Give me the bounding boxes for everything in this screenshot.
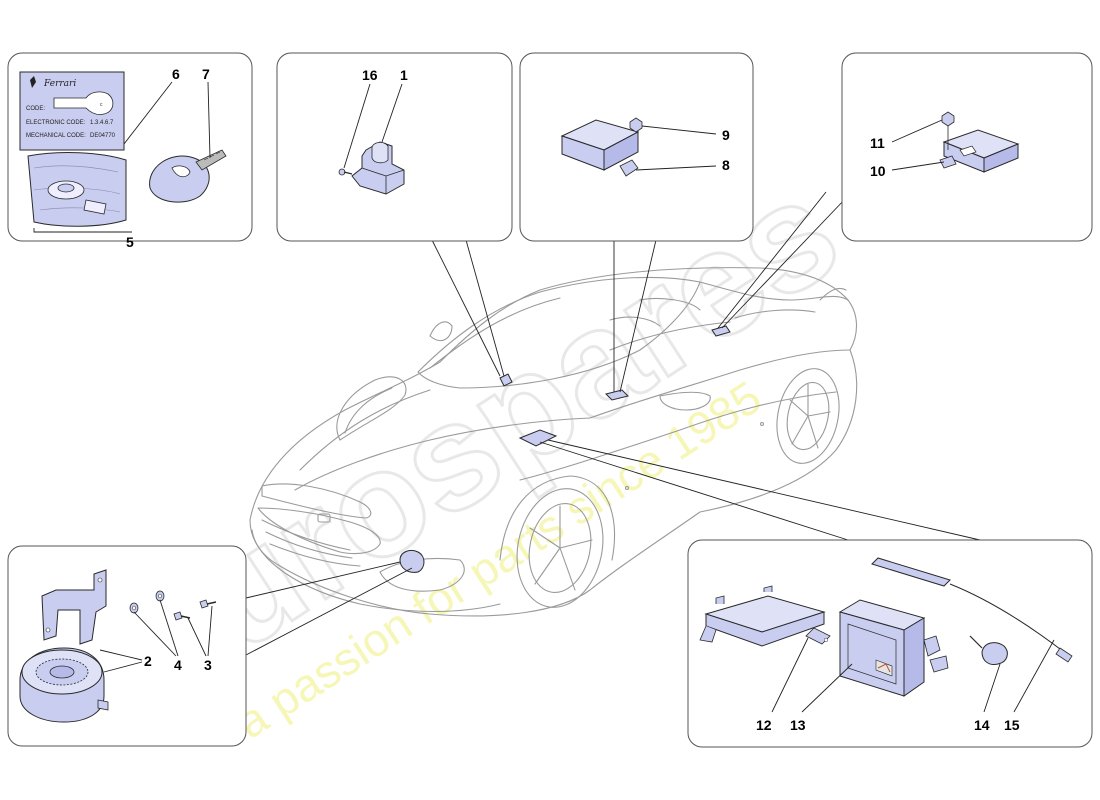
panel-leaders xyxy=(245,191,981,656)
id-card-mechanical-label: MECHANICAL CODE: xyxy=(26,133,86,139)
id-card-mechanical-value: DE04770 xyxy=(90,133,116,139)
module-part xyxy=(560,119,640,177)
callout-15: 15 xyxy=(1004,717,1020,733)
antenna-module-part xyxy=(939,129,1020,173)
prancing-horse-icon xyxy=(30,76,36,88)
ecu-tray-on-car xyxy=(518,429,558,447)
ecu-tray-part xyxy=(699,585,831,647)
callout-14: 14 xyxy=(974,717,990,733)
id-card-code-label: CODE: xyxy=(26,106,45,112)
id-card-electronic-value: 1.3.4.6.7 xyxy=(90,120,114,126)
id-card-key-image xyxy=(53,91,114,115)
callout-11: 11 xyxy=(870,135,885,151)
callout-2: 2 xyxy=(144,653,152,669)
callout-12: 12 xyxy=(756,717,772,733)
id-card-logo-mark: c xyxy=(100,102,103,108)
callout-1: 1 xyxy=(400,67,408,83)
car-components xyxy=(399,325,731,573)
siren-on-car xyxy=(399,549,425,573)
callout-13: 13 xyxy=(790,717,806,733)
washers-part xyxy=(129,590,165,614)
id-card-brand: Ferrari xyxy=(43,79,76,89)
callout-10: 10 xyxy=(870,163,886,179)
panel-ecu: 12 13 14 15 xyxy=(687,539,1093,748)
antenna-nut-part xyxy=(941,111,955,150)
panel-sensor: 16 1 xyxy=(276,52,513,242)
key-fob xyxy=(149,149,227,203)
id-card: Ferrari c CODE: ELECTRONIC CODE: 1.3.4.6… xyxy=(19,71,125,151)
bolts-part xyxy=(173,599,217,621)
protective-cover xyxy=(27,152,127,227)
siren-bracket xyxy=(41,569,107,645)
callout-4: 4 xyxy=(174,657,182,673)
panel-module: 9 8 xyxy=(519,52,754,242)
antenna-cable-part xyxy=(871,557,1073,663)
sensor-part xyxy=(351,141,405,195)
screw-part xyxy=(338,168,353,176)
siren-part xyxy=(19,647,109,723)
panel-siren: 2 4 3 xyxy=(7,545,247,747)
callout-9: 9 xyxy=(722,127,730,143)
callout-3: 3 xyxy=(204,657,212,673)
callout-5: 5 xyxy=(126,234,134,250)
id-card-electronic-label: ELECTRONIC CODE: xyxy=(26,120,86,126)
antenna-module-on-car xyxy=(711,325,731,337)
callout-8: 8 xyxy=(722,157,730,173)
panel-keys-id: Ferrari c CODE: ELECTRONIC CODE: 1.3.4.6… xyxy=(7,52,253,250)
panel-antenna-module: 11 10 xyxy=(841,52,1093,242)
antenna-cap-part xyxy=(969,635,1008,665)
ecu-part xyxy=(838,599,949,697)
module-on-car xyxy=(605,389,629,401)
car-outline xyxy=(249,267,858,617)
nut-part xyxy=(629,117,643,133)
callout-16: 16 xyxy=(362,67,378,83)
callout-7: 7 xyxy=(202,66,210,82)
callout-6: 6 xyxy=(172,66,180,82)
sensor-on-car xyxy=(499,373,513,387)
